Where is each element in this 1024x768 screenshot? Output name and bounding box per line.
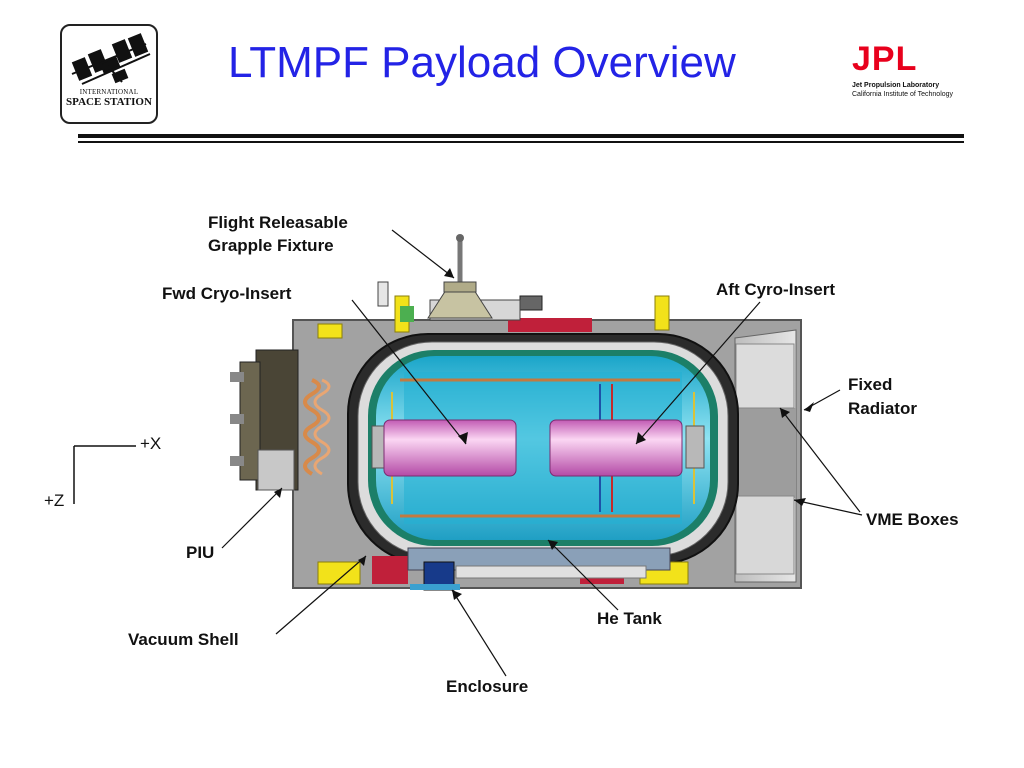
header-rule-thick	[78, 134, 964, 138]
radiator-vme	[730, 329, 797, 583]
fwd-cryo-insert	[383, 419, 517, 477]
label-piu: PIU	[186, 543, 215, 562]
label-aft-cryo-insert: Aft Cyro-Insert	[716, 280, 836, 299]
label-enclosure: Enclosure	[446, 677, 529, 696]
label-grapple-line1: Flight Releasable	[208, 213, 348, 232]
aft-cryo-insert	[549, 419, 683, 477]
jpl-logo-line1: Jet Propulsion Laboratory	[852, 82, 940, 89]
label-grapple-line2: Grapple Fixture	[208, 236, 334, 255]
leader-lines	[221, 229, 863, 677]
space-station-icon	[71, 33, 151, 85]
label-vacuum-shell: Vacuum Shell	[128, 630, 239, 649]
label-he-tank: He Tank	[597, 609, 662, 628]
piu-unit	[230, 349, 331, 491]
leader-arrowheads	[274, 268, 814, 600]
iss-logo: INTERNATIONAL SPACE STATION	[60, 24, 158, 124]
iss-logo-line1: INTERNATIONAL	[79, 88, 139, 96]
jpl-logo: JPL	[852, 40, 918, 78]
axis-indicator	[73, 445, 136, 504]
page-title: LTMPF Payload Overview	[228, 38, 736, 87]
label-fixed-radiator-line1: Fixed	[848, 375, 893, 394]
axis-x-label: +X	[140, 434, 162, 453]
label-fwd-cryo-insert: Fwd Cryo-Insert	[162, 284, 292, 303]
header-rule-thin	[78, 141, 964, 143]
grapple-fixture	[427, 234, 493, 319]
label-vme-boxes: VME Boxes	[866, 510, 959, 529]
iss-logo-line2: SPACE STATION	[66, 96, 152, 108]
axis-z-label: +Z	[44, 491, 65, 510]
jpl-logo-line2: California Institute of Technology	[852, 91, 954, 98]
label-fixed-radiator-line2: Radiator	[848, 399, 917, 418]
